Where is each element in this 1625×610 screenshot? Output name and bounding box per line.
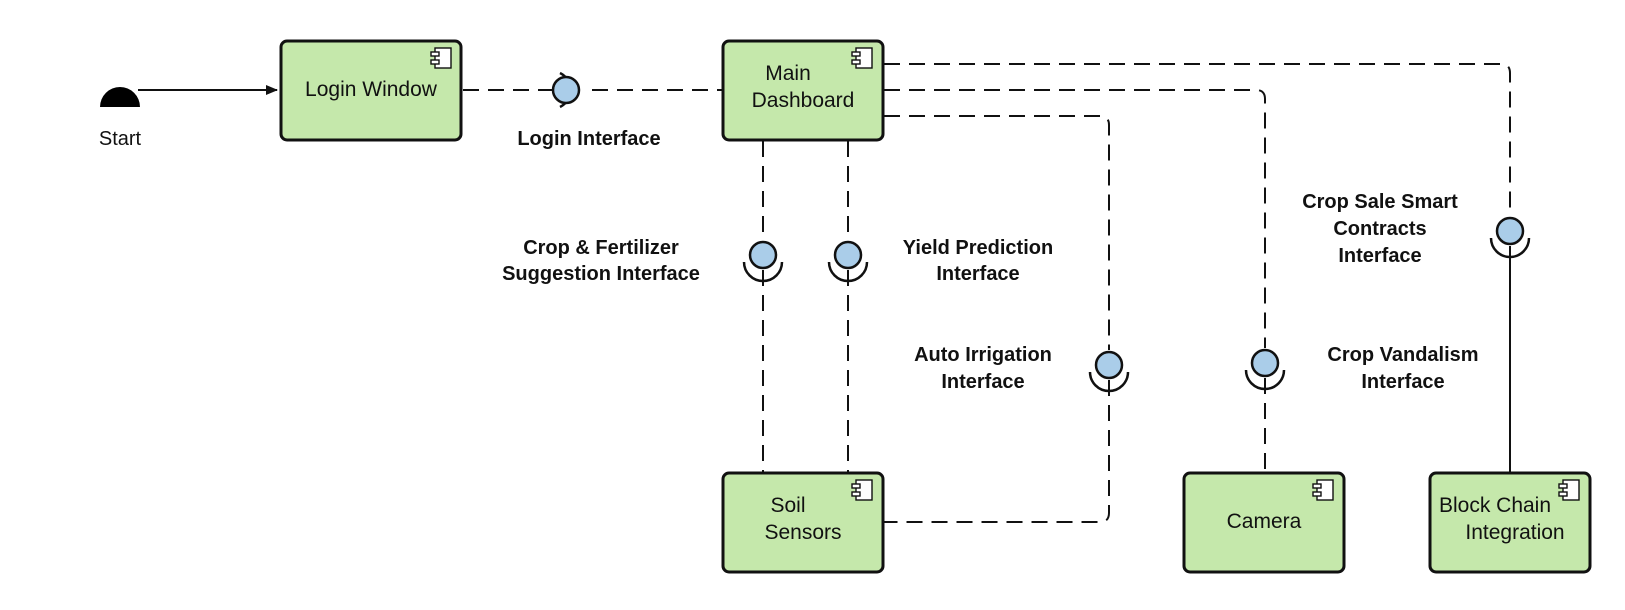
interface-crop-sale[interactable] <box>1489 216 1531 259</box>
crop-fertilizer-label-line2: Suggestion Interface <box>502 263 700 285</box>
block-chain-label-line2: Integration <box>1465 521 1564 544</box>
camera-label: Camera <box>1227 510 1302 533</box>
dashboard-to-auto-irrigation-connector <box>884 115 1110 350</box>
component-camera[interactable]: Camera <box>1182 471 1346 574</box>
uml-component-icon <box>430 47 452 69</box>
connectors <box>138 63 1511 523</box>
interface-ball <box>1250 348 1280 378</box>
interface-socket <box>1088 371 1130 393</box>
start-label: Start <box>99 128 142 150</box>
start-node: Start <box>99 87 142 150</box>
interface-socket <box>742 261 784 283</box>
interface-ball <box>748 240 778 270</box>
auto-irrigation-label-line1: Auto Irrigation <box>914 344 1052 366</box>
interface-socket <box>1489 237 1531 259</box>
login-window-label: Login Window <box>305 78 438 101</box>
auto-irrigation-label-line2: Interface <box>941 371 1024 393</box>
interface-socket <box>1244 369 1286 391</box>
uml-component-icon <box>1558 479 1580 501</box>
uml-component-icon <box>851 47 873 69</box>
interface-login[interactable] <box>551 71 581 109</box>
yield-prediction-label-line2: Interface <box>936 263 1019 285</box>
interface-ball <box>551 75 581 105</box>
crop-sale-label-line2: Contracts <box>1333 218 1426 240</box>
start-circle <box>100 87 140 107</box>
interface-socket <box>827 261 869 283</box>
interface-ball <box>1094 350 1124 380</box>
component-block-chain-integration[interactable]: Block Chain Integration <box>1428 471 1592 574</box>
component-soil-sensors[interactable]: Soil Sensors <box>721 471 885 574</box>
soil-sensors-label-line1: Soil <box>770 494 805 517</box>
crop-sale-label-line1: Crop Sale Smart <box>1302 191 1458 213</box>
block-chain-label-line1: Block Chain <box>1439 494 1551 517</box>
yield-prediction-label-line1: Yield Prediction <box>903 237 1053 259</box>
interface-ball <box>1495 216 1525 246</box>
component-main-dashboard[interactable]: Main Dashboard <box>721 39 885 142</box>
interface-crop-fertilizer[interactable] <box>742 240 784 283</box>
interface-auto-irrigation[interactable] <box>1088 350 1130 393</box>
crop-sale-label-line3: Interface <box>1338 245 1421 267</box>
login-interface-label: Login Interface <box>517 128 660 150</box>
crop-vandalism-label-line1: Crop Vandalism <box>1327 344 1478 366</box>
crop-vandalism-label-line2: Interface <box>1361 371 1444 393</box>
uml-component-icon <box>851 479 873 501</box>
soil-sensors-label-line2: Sensors <box>764 521 841 544</box>
crop-fertilizer-label-line1: Crop & Fertilizer <box>523 237 679 259</box>
dashboard-to-crop-vandalism-connector <box>884 89 1266 348</box>
interface-yield-prediction[interactable] <box>827 240 869 283</box>
main-dashboard-label-line2: Dashboard <box>752 89 855 112</box>
auto-irrigation-to-soil-sensors-connector <box>884 380 1110 523</box>
interface-crop-vandalism[interactable] <box>1244 348 1286 391</box>
main-dashboard-label-line1: Main <box>765 62 811 85</box>
dashboard-to-crop-sale-connector <box>884 63 1511 216</box>
uml-component-icon <box>1312 479 1334 501</box>
component-login-window[interactable]: Login Window <box>279 39 463 142</box>
interface-ball <box>833 240 863 270</box>
